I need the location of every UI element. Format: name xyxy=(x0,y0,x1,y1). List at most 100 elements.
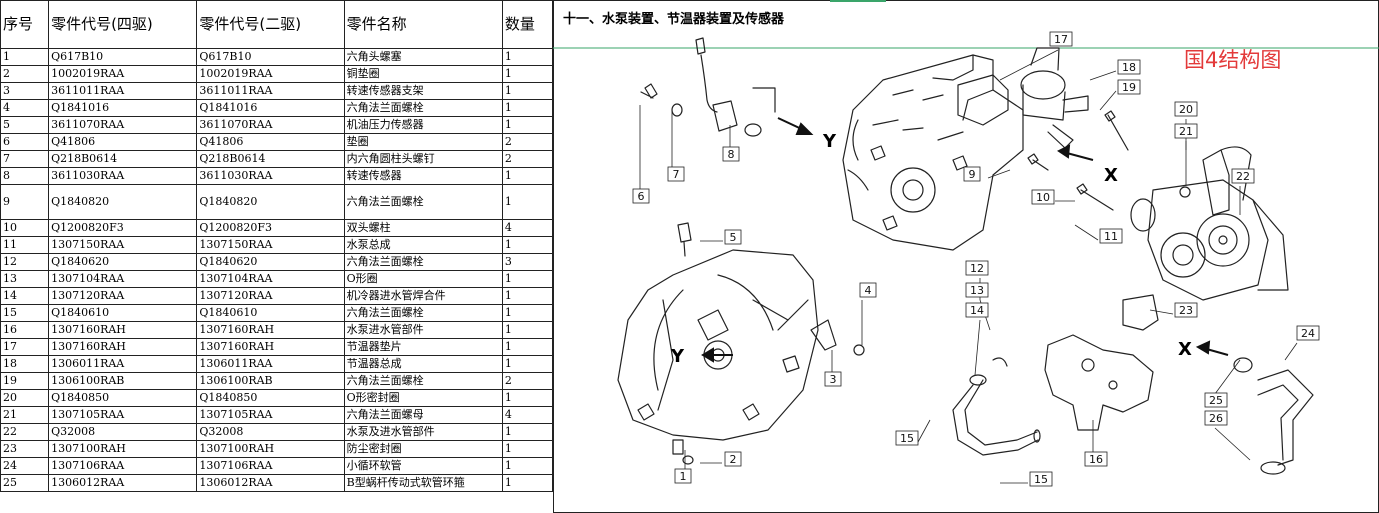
row-quantity: 1 xyxy=(501,48,554,66)
row-part-name: 转速传感器支架 xyxy=(343,82,503,100)
row-index: 13 xyxy=(0,270,50,288)
row-part-code-4wd: 1306012RAA xyxy=(48,474,198,492)
callout-23: 23 xyxy=(1149,302,1198,318)
row-index: 22 xyxy=(0,423,50,441)
dust-seal-drawing xyxy=(1122,294,1159,331)
row-index: 1 xyxy=(0,48,50,66)
row-index: 5 xyxy=(0,116,50,134)
row-part-name: B型蜗杆传动式软管环箍 xyxy=(343,474,503,492)
row-index: 20 xyxy=(0,389,50,407)
table-header-row: 序号 零件代号(四驱) 零件代号(二驱) 零件名称 数量 xyxy=(0,0,554,49)
diagram-title: 十一、水泵装置、节温器装置及传感器 xyxy=(563,12,785,27)
row-part-code-4wd: Q1840610 xyxy=(48,304,198,322)
callout-label: 3 xyxy=(830,373,837,386)
plug-1-drawing xyxy=(672,439,684,455)
row-part-name: 水泵总成 xyxy=(343,236,503,254)
row-part-code-4wd: 3611030RAA xyxy=(48,167,198,185)
header-part-code-4wd: 零件代号(四驱) xyxy=(48,0,198,49)
callout-label: 19 xyxy=(1122,81,1136,94)
callout-21: 21 xyxy=(1174,123,1198,185)
row-index: 17 xyxy=(0,338,50,356)
row-part-name: 六角法兰面螺栓 xyxy=(343,253,503,271)
row-part-code-2wd: Q1840850 xyxy=(196,389,345,407)
callout-label: 24 xyxy=(1301,327,1315,340)
callout-label: 23 xyxy=(1179,304,1193,317)
bracket-3-drawing xyxy=(810,319,837,351)
row-quantity: 1 xyxy=(501,423,554,441)
row-index: 21 xyxy=(0,406,50,424)
row-part-name: 机冷器进水管焊合件 xyxy=(343,287,503,305)
callout-26: 26 xyxy=(1204,410,1251,461)
row-part-code-4wd: Q1200820F3 xyxy=(48,219,198,237)
row-part-code-2wd: Q1200820F3 xyxy=(196,219,345,237)
row-part-code-2wd: 3611011RAA xyxy=(196,82,345,100)
callout-25: 25 xyxy=(1204,359,1241,408)
row-quantity: 1 xyxy=(501,304,554,322)
row-quantity: 1 xyxy=(501,457,554,475)
inlet-pipe-drawing xyxy=(1044,334,1154,431)
row-part-name: 六角法兰面螺栓 xyxy=(343,372,503,390)
row-part-code-4wd: Q1841016 xyxy=(48,99,198,117)
row-part-code-4wd: Q1840820 xyxy=(48,184,198,220)
row-part-code-2wd: 3611030RAA xyxy=(196,167,345,185)
row-quantity: 2 xyxy=(501,372,554,390)
row-quantity: 1 xyxy=(501,338,554,356)
header-part-code-2wd: 零件代号(二驱) xyxy=(196,0,345,49)
row-part-code-2wd: Q41806 xyxy=(196,133,345,151)
callout-label: 8 xyxy=(728,148,735,161)
callout-4: 4 xyxy=(859,282,877,345)
callout-24: 24 xyxy=(1284,325,1320,361)
row-quantity: 1 xyxy=(501,116,554,134)
water-pump-drawing xyxy=(1130,146,1289,301)
row-part-name: 垫圈 xyxy=(343,133,503,151)
row-index: 18 xyxy=(0,355,50,373)
callout-14: 14 xyxy=(965,302,989,376)
callout-label: 5 xyxy=(730,231,737,244)
row-part-code-2wd: Q32008 xyxy=(196,423,345,441)
row-part-code-2wd: 1307150RAA xyxy=(196,236,345,254)
bolt-4-drawing xyxy=(853,344,865,356)
row-part-name: 转速传感器 xyxy=(343,167,503,185)
row-part-code-4wd: 3611070RAA xyxy=(48,116,198,134)
row-index: 12 xyxy=(0,253,50,271)
row-index: 7 xyxy=(0,150,50,168)
row-part-name: 节温器总成 xyxy=(343,355,503,373)
row-quantity: 1 xyxy=(501,167,554,185)
row-quantity: 1 xyxy=(501,65,554,83)
row-index: 16 xyxy=(0,321,50,339)
row-part-name: 水泵进水管部件 xyxy=(343,321,503,339)
row-part-code-2wd: 1306011RAA xyxy=(196,355,345,373)
callout-label: 14 xyxy=(970,304,984,317)
row-quantity: 1 xyxy=(501,355,554,373)
callout-2: 2 xyxy=(700,451,742,467)
row-part-code-2wd: 1306100RAB xyxy=(196,372,345,390)
callout-16: 16 xyxy=(1084,420,1108,467)
row-part-code-4wd: 1307105RAA xyxy=(48,406,198,424)
row-part-code-2wd: 3611070RAA xyxy=(196,116,345,134)
callout-label: 1 xyxy=(680,470,687,483)
row-part-name: 防尘密封圈 xyxy=(343,440,503,458)
callout-label: 15 xyxy=(900,432,914,445)
row-index: 14 xyxy=(0,287,50,305)
row-part-code-4wd: 1307150RAA xyxy=(48,236,198,254)
loop-hose-drawing xyxy=(1233,357,1314,475)
row-index: 9 xyxy=(0,184,50,220)
row-index: 11 xyxy=(0,236,50,254)
callout-label: 13 xyxy=(970,284,984,297)
row-index: 3 xyxy=(0,82,50,100)
callout-label: 9 xyxy=(969,168,976,181)
callout-19: 19 xyxy=(1099,79,1141,111)
row-part-code-4wd: Q1840850 xyxy=(48,389,198,407)
cooler-pipe-drawing xyxy=(952,357,1041,456)
row-quantity: 1 xyxy=(501,82,554,100)
callout-label: 10 xyxy=(1036,191,1050,204)
callout-label: 7 xyxy=(673,168,680,181)
view-marker-y: Y xyxy=(822,131,837,152)
